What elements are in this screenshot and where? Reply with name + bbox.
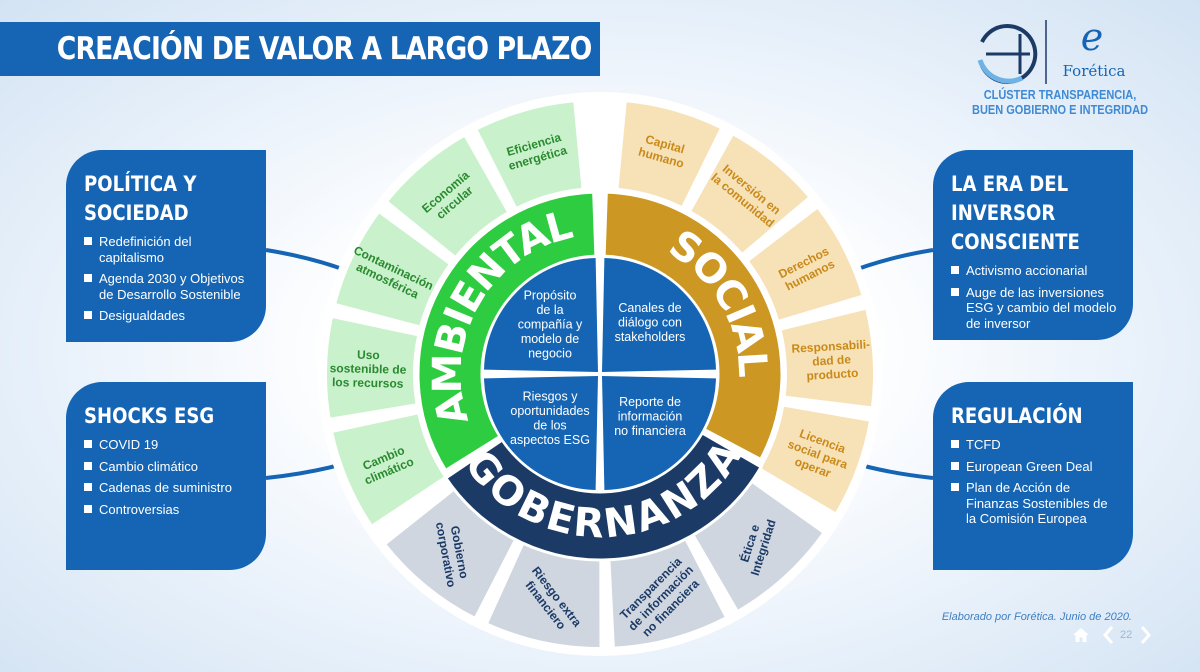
outer-segment-social [779, 307, 875, 409]
list-item: Auge de las inversiones ESG y cambio del… [951, 285, 1117, 332]
home-icon[interactable] [1072, 626, 1090, 649]
outer-segment-ambiental [330, 412, 447, 528]
footer-note: Elaborado por Forética. Junio de 2020. [941, 611, 1132, 623]
cluster-label: CLÚSTER TRANSPARENCIA, BUEN GOBIERNO E I… [972, 88, 1148, 118]
list-item: Controversias [84, 502, 250, 518]
panel-title: LA ERA DEL INVERSOR CONSCIENTE [951, 172, 1080, 254]
outer-segment-label: Usosostenible delos recursos [329, 347, 407, 391]
list-item: Redefinición del capitalismo [84, 234, 250, 265]
outer-segment-social [616, 100, 723, 209]
panel-politica-sociedad: POLÍTICA Y SOCIEDAD Redefinición del cap… [66, 150, 266, 342]
foretica-logo: e Forética CLÚSTER TRANSPARENCIA, BUEN G… [960, 14, 1160, 124]
outer-segment-social [746, 206, 864, 323]
quadrant-shape [484, 376, 598, 490]
list-item: COVID 19 [84, 437, 250, 453]
outer-segment-ambiental [325, 315, 420, 420]
panel-list: Redefinición del capitalismo Agenda 2030… [84, 234, 250, 324]
list-item: Cadenas de suministro [84, 480, 250, 496]
panel-shocks-esg: SHOCKS ESG COVID 19 Cambio climático Cad… [66, 382, 266, 570]
list-item: Cambio climático [84, 459, 250, 475]
outer-segment-social [688, 132, 811, 256]
page-number: 22 [1120, 629, 1133, 641]
quadrant-shape [602, 258, 716, 372]
logo-mark-icon: e Forética [977, 15, 1126, 84]
list-item: Agenda 2030 y Objetivos de Desarrollo So… [84, 271, 250, 302]
cluster-line-1: CLÚSTER TRANSPARENCIA, [983, 88, 1137, 102]
quadrant-shape [602, 376, 716, 490]
cluster-line-2: BUEN GOBIERNO E INTEGRIDAD [972, 103, 1149, 117]
outer-segment-ambiental [475, 100, 584, 210]
title-bar: CREACIÓN DE VALOR A LARGO PLAZO [0, 22, 600, 76]
svg-text:e: e [1081, 15, 1104, 59]
outer-segment-ambiental [333, 210, 452, 328]
panel-title: SHOCKS ESG [84, 404, 215, 428]
panel-list: TCFD European Green Deal Plan de Acción … [951, 437, 1117, 527]
logo-brand-text: Forética [1063, 62, 1126, 80]
quadrant-shape [484, 258, 598, 372]
panel-list: COVID 19 Cambio climático Cadenas de sum… [84, 437, 250, 517]
slide-navigation: 22 [1072, 626, 1152, 648]
list-item: Desigualdades [84, 308, 250, 324]
list-item: Plan de Acción de Finanzas Sostenibles d… [951, 480, 1117, 527]
panel-inversor-consciente: LA ERA DEL INVERSOR CONSCIENTE Activismo… [933, 150, 1133, 340]
list-item: TCFD [951, 437, 1117, 453]
outer-segment-label: Responsabili-dad deproducto [791, 337, 872, 384]
list-item: Activismo accionarial [951, 263, 1117, 279]
chevron-right-icon[interactable] [1140, 625, 1152, 650]
panel-title: POLÍTICA Y SOCIEDAD [84, 172, 197, 225]
chevron-left-icon[interactable] [1102, 625, 1114, 650]
page-title: CREACIÓN DE VALOR A LARGO PLAZO [56, 31, 593, 67]
pillar-social [602, 190, 784, 462]
outer-segment-ambiental [385, 134, 510, 259]
list-item: European Green Deal [951, 459, 1117, 475]
panel-list: Activismo accionarial Auge de las invers… [951, 263, 1117, 331]
panel-title: REGULACIÓN [951, 404, 1083, 428]
panel-regulacion: REGULACIÓN TCFD European Green Deal Plan… [933, 382, 1133, 570]
outer-segment-social [758, 404, 872, 515]
